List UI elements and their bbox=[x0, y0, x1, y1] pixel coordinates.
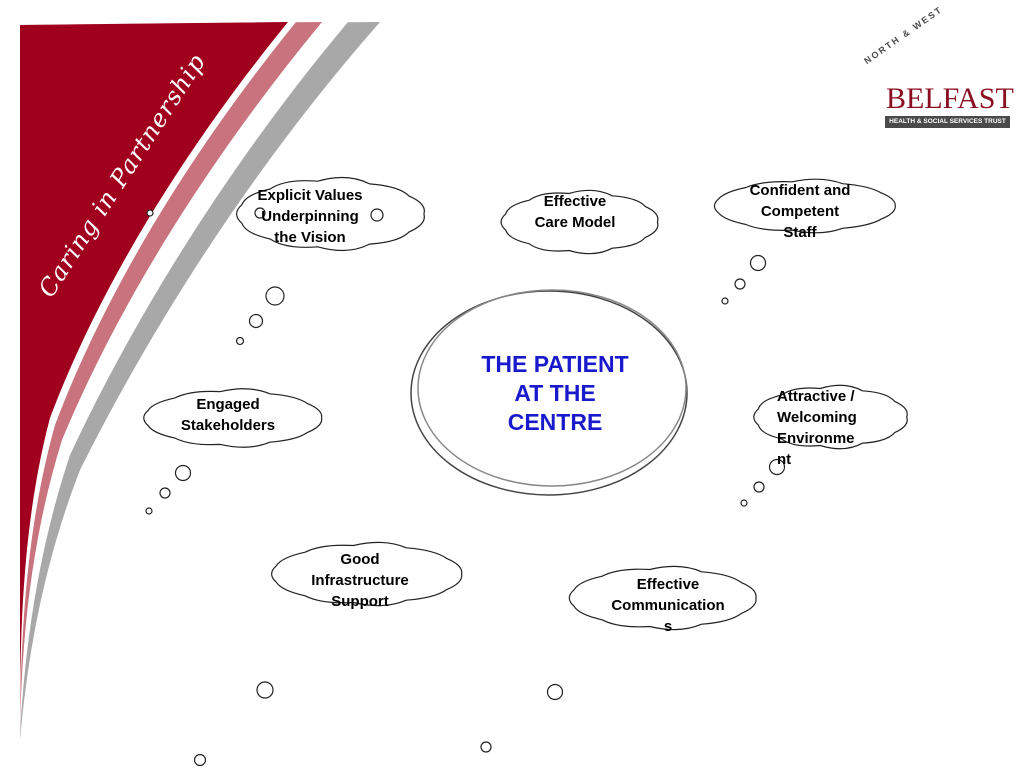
thought-bubble-dot bbox=[740, 499, 748, 507]
centre-ellipse-inner bbox=[417, 289, 687, 487]
thought-bubble-dot bbox=[749, 254, 767, 272]
thought-cloud-good-infrastructure bbox=[271, 541, 463, 607]
cloud-label-effective-care-model: Effective Care Model bbox=[534, 193, 616, 231]
thought-bubble-dot bbox=[145, 507, 153, 515]
thought-bubble-dot bbox=[174, 464, 192, 482]
thought-bubble-dot bbox=[256, 681, 274, 699]
thought-bubble-dot bbox=[254, 207, 266, 219]
thought-cloud-confident-staff bbox=[713, 178, 896, 234]
centre-ellipse-outer bbox=[410, 290, 688, 496]
thought-bubble-dot bbox=[146, 209, 154, 217]
cloud-label-effective-communications: Effective Communication s bbox=[611, 576, 725, 635]
thought-bubble-dot bbox=[480, 741, 492, 753]
centre-text: THE PATIENT AT THE CENTRE bbox=[481, 351, 629, 435]
thought-bubble-dot bbox=[721, 297, 729, 305]
thought-bubble-dot bbox=[753, 481, 765, 493]
cloud-label-good-infrastructure: Good Infrastructure Support bbox=[311, 551, 409, 610]
thought-bubble-dot bbox=[768, 458, 786, 476]
cloud-label-engaged-stakeholders: Engaged Stakeholders bbox=[180, 396, 276, 434]
logo-subtitle: HEALTH & SOCIAL SERVICES TRUST bbox=[885, 116, 1010, 128]
thought-bubble-dot bbox=[248, 313, 264, 329]
thought-bubble-dot bbox=[159, 487, 171, 499]
belfast-trust-logo: NORTH & WEST BELFAST HEALTH & SOCIAL SER… bbox=[858, 4, 1014, 132]
ribbon-dark bbox=[20, 22, 288, 715]
thought-cloud-engaged-stakeholders bbox=[143, 388, 323, 448]
thought-bubble-dot bbox=[265, 286, 285, 306]
thought-bubble-dot bbox=[734, 278, 746, 290]
thought-bubble-dot bbox=[370, 208, 384, 222]
cloud-label-attractive-environment: Attractive / Welcoming Environme nt bbox=[777, 388, 857, 468]
thought-bubble-dot bbox=[235, 336, 245, 346]
thought-cloud-attractive-environment bbox=[753, 384, 908, 450]
thought-bubble-dot bbox=[193, 753, 207, 767]
thought-bubble-dot bbox=[546, 683, 564, 701]
thought-cloud-effective-care-model bbox=[500, 189, 659, 255]
cloud-label-confident-staff: Confident and Competent Staff bbox=[749, 182, 851, 241]
thought-cloud-effective-communications bbox=[568, 565, 757, 631]
logo-name: BELFAST bbox=[886, 82, 1014, 115]
cloud-label-explicit-values: Explicit Values Underpinning the Vision bbox=[257, 187, 363, 246]
thought-cloud-explicit-values bbox=[236, 176, 425, 252]
